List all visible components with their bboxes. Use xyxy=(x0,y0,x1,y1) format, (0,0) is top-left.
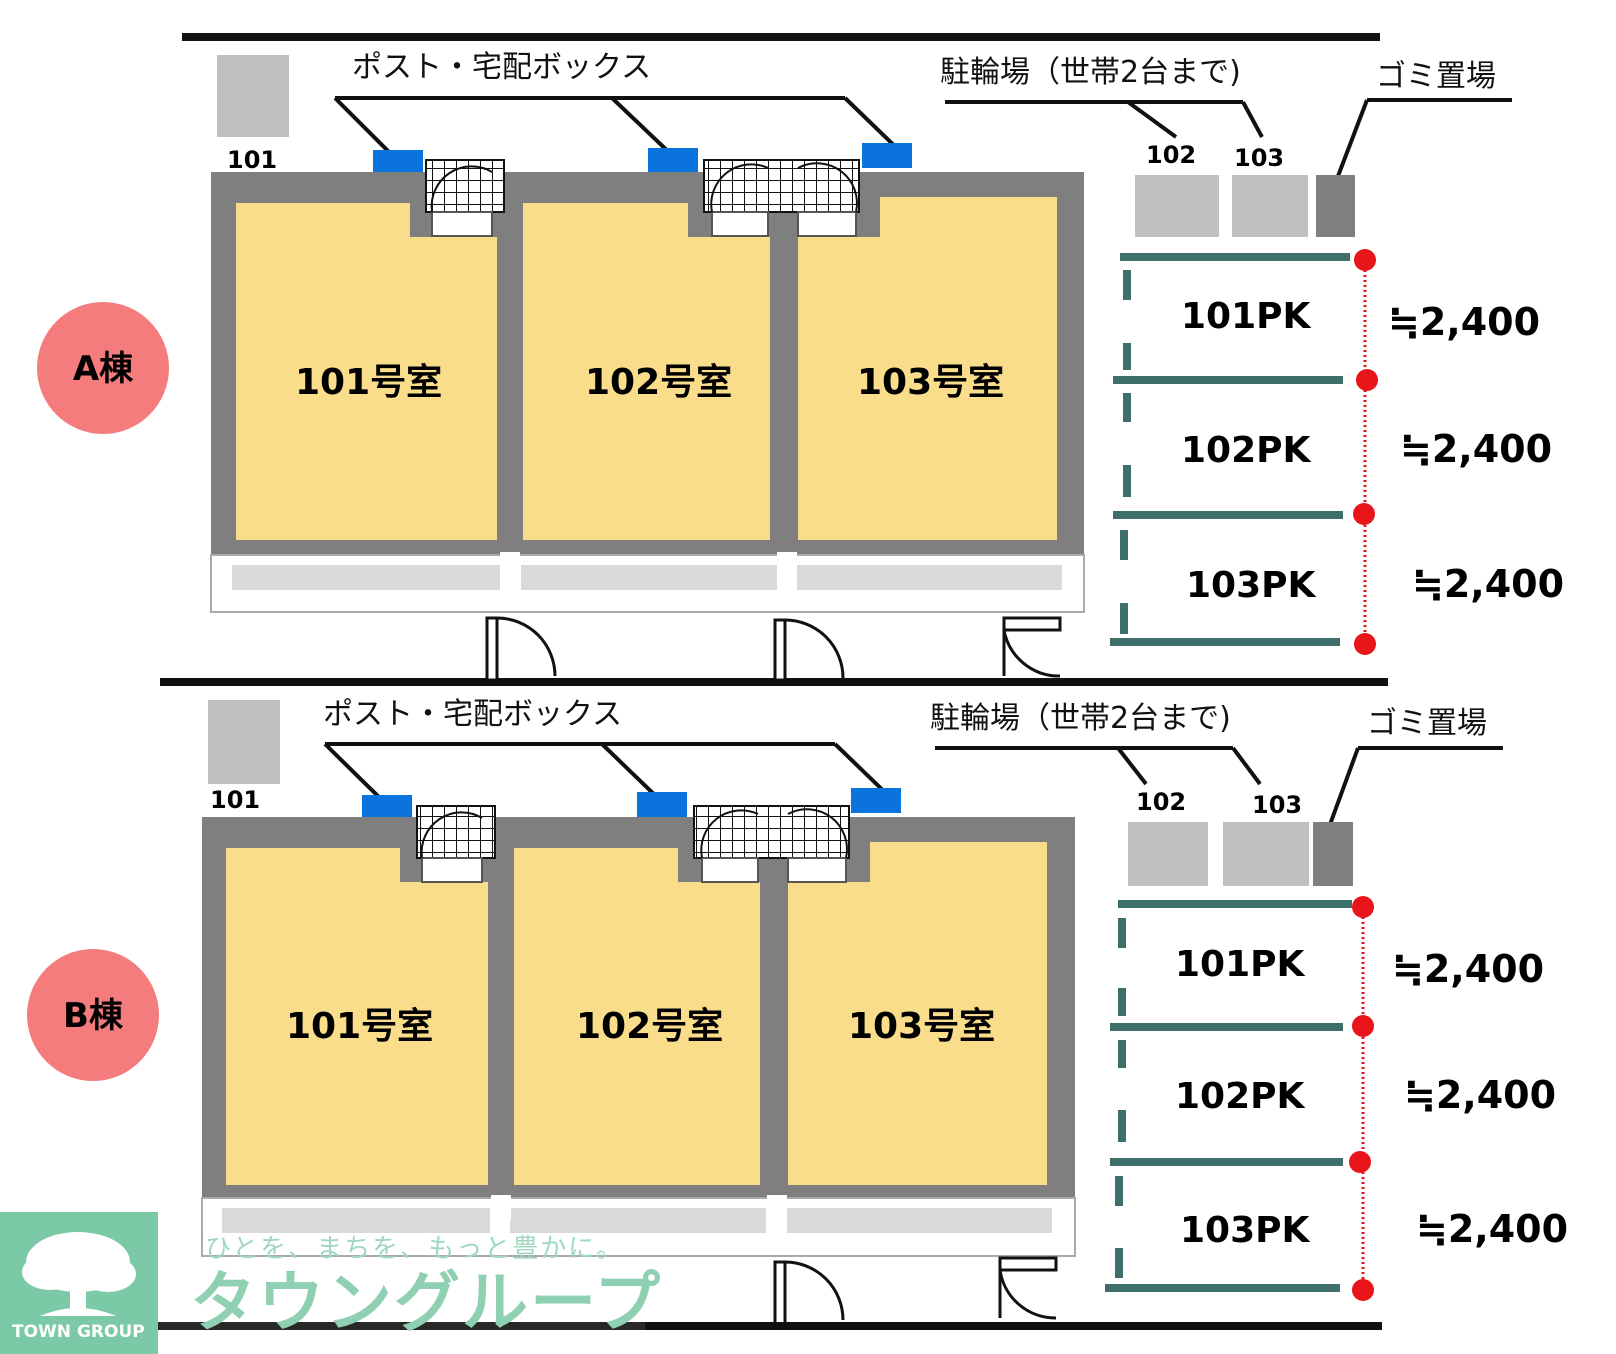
bike-slot-102-label: 102 xyxy=(1146,141,1196,169)
bike-slot-102 xyxy=(1128,822,1208,886)
room-label-a-102: 102号室 xyxy=(585,362,732,403)
garbage-label: ゴミ置場 xyxy=(1367,706,1487,741)
mailbox-103 xyxy=(862,143,912,168)
garbage-area xyxy=(1313,822,1353,886)
gate-doors-a xyxy=(485,616,1062,682)
parking-b xyxy=(1105,896,1374,1301)
room-label-b-102: 102号室 xyxy=(576,1006,723,1047)
bike-parking-label: 駐輪場（世帯2台まで) xyxy=(930,701,1231,736)
bike-slot-103 xyxy=(1223,822,1309,886)
parking-a xyxy=(1110,249,1378,655)
bike-parking-label: 駐輪場（世帯2台まで) xyxy=(940,55,1241,90)
entrance-a-102-103 xyxy=(703,159,860,213)
mailbox-103 xyxy=(851,788,901,813)
parking-a-101: 101PK xyxy=(1181,296,1312,337)
watermark: TOWN GROUP ひとを、まちを、もっと豊かに。 タウングループ xyxy=(0,1212,662,1354)
entrance-b-101 xyxy=(416,805,496,859)
parking-a-102: 102PK xyxy=(1181,430,1312,471)
mailbox-102 xyxy=(648,148,698,173)
building-badge-b xyxy=(27,949,159,1081)
building-a: 101 ポスト・宅配ボックス xyxy=(37,33,1564,686)
parking-b-103-width: ≒2,400 xyxy=(1416,1207,1568,1251)
room-a-103 xyxy=(798,197,1057,540)
parking-b-102-width: ≒2,400 xyxy=(1404,1073,1556,1117)
parking-b-101: 101PK xyxy=(1175,944,1306,985)
ac-unit-label: 101 xyxy=(210,786,260,814)
post-leader-lines xyxy=(333,96,907,162)
entrance-b-102-103 xyxy=(693,805,850,859)
bike-slot-102-label: 102 xyxy=(1136,788,1186,816)
room-b-103 xyxy=(788,842,1047,1185)
post-box-label: ポスト・宅配ボックス xyxy=(323,697,622,732)
bike-slot-103-label: 103 xyxy=(1234,144,1284,172)
tree-icon xyxy=(22,1232,136,1316)
parking-b-102: 102PK xyxy=(1175,1076,1306,1117)
building-name-a: A棟 xyxy=(73,349,134,389)
building-name-b: B棟 xyxy=(63,996,124,1036)
mailbox-102 xyxy=(637,792,687,817)
mailbox-101 xyxy=(373,150,423,175)
building-b: 101 ポスト・宅配ボックス xyxy=(27,697,1568,1330)
room-a-101 xyxy=(236,203,497,540)
parking-a-102-width: ≒2,400 xyxy=(1400,427,1552,471)
room-label-b-101: 101号室 xyxy=(286,1006,433,1047)
watermark-brand: タウングループ xyxy=(190,1264,662,1341)
room-b-102 xyxy=(514,848,760,1185)
parking-a-101-width: ≒2,400 xyxy=(1388,300,1540,344)
room-b-101 xyxy=(226,848,488,1185)
parking-a-103: 103PK xyxy=(1186,565,1317,606)
ac-unit xyxy=(217,55,289,137)
garbage-label: ゴミ置場 xyxy=(1376,59,1496,94)
ac-unit xyxy=(208,700,280,784)
bike-slot-103 xyxy=(1232,175,1308,237)
garbage-area xyxy=(1316,175,1355,237)
logo-text: TOWN GROUP xyxy=(12,1322,145,1342)
building-badge-a xyxy=(37,302,169,434)
watermark-slogan: ひとを、まちを、もっと豊かに。 xyxy=(205,1234,624,1264)
parking-b-101-width: ≒2,400 xyxy=(1392,947,1544,991)
room-a-102 xyxy=(523,203,770,540)
room-label-a-103: 103号室 xyxy=(857,362,1004,403)
room-label-b-103: 103号室 xyxy=(848,1006,995,1047)
entrance-a-101 xyxy=(425,159,505,213)
bike-slot-102 xyxy=(1135,175,1219,237)
mailbox-101 xyxy=(362,795,412,820)
parking-a-103-width: ≒2,400 xyxy=(1412,562,1564,606)
post-box-label: ポスト・宅配ボックス xyxy=(352,50,651,85)
room-label-a-101: 101号室 xyxy=(295,362,442,403)
bike-slot-103-label: 103 xyxy=(1252,791,1302,819)
gate-doors-b xyxy=(773,1256,1058,1326)
parking-b-103: 103PK xyxy=(1180,1210,1311,1251)
ac-unit-label: 101 xyxy=(227,146,277,174)
